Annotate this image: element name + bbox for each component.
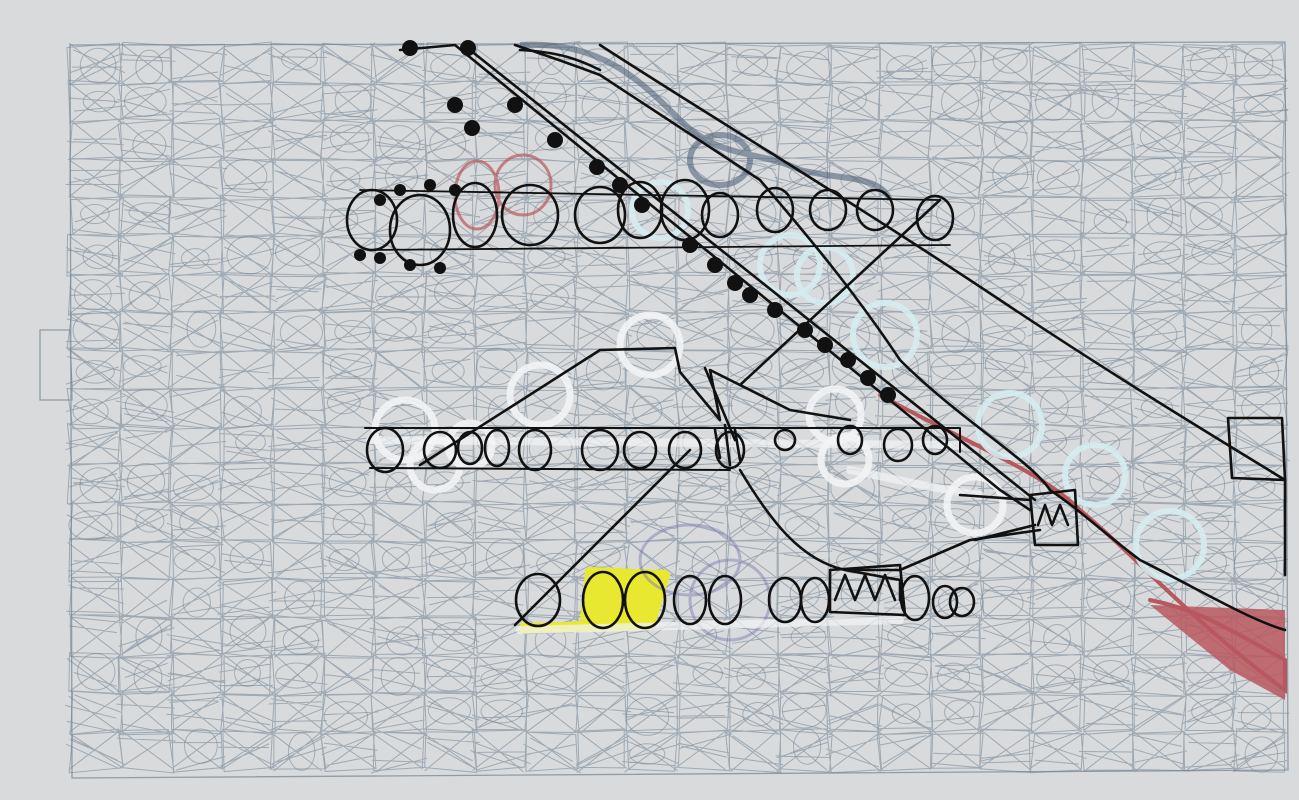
top-row-dot — [424, 179, 436, 191]
bead-dot — [634, 197, 650, 213]
bead-dot — [840, 352, 856, 368]
top-row-dot — [434, 262, 446, 274]
bead-dot — [402, 40, 418, 56]
bead-dot — [447, 97, 463, 113]
bead-dot — [727, 275, 743, 291]
bead-dot — [767, 302, 783, 318]
top-row-dot — [354, 249, 366, 261]
bead-dot — [460, 40, 476, 56]
bead-dot — [589, 159, 605, 175]
bead-dot — [860, 370, 876, 386]
top-row-dot — [374, 252, 386, 264]
top-row-dot — [374, 194, 386, 206]
bead-dot — [880, 387, 896, 403]
bead-dot — [817, 337, 833, 353]
top-row-dot — [449, 184, 461, 196]
bead-dot — [707, 257, 723, 273]
top-row-dot — [404, 259, 416, 271]
top-row-dot — [394, 184, 406, 196]
bead-dot — [547, 132, 563, 148]
bead-dot — [464, 120, 480, 136]
bead-dot — [742, 287, 758, 303]
bead-dot — [507, 97, 523, 113]
